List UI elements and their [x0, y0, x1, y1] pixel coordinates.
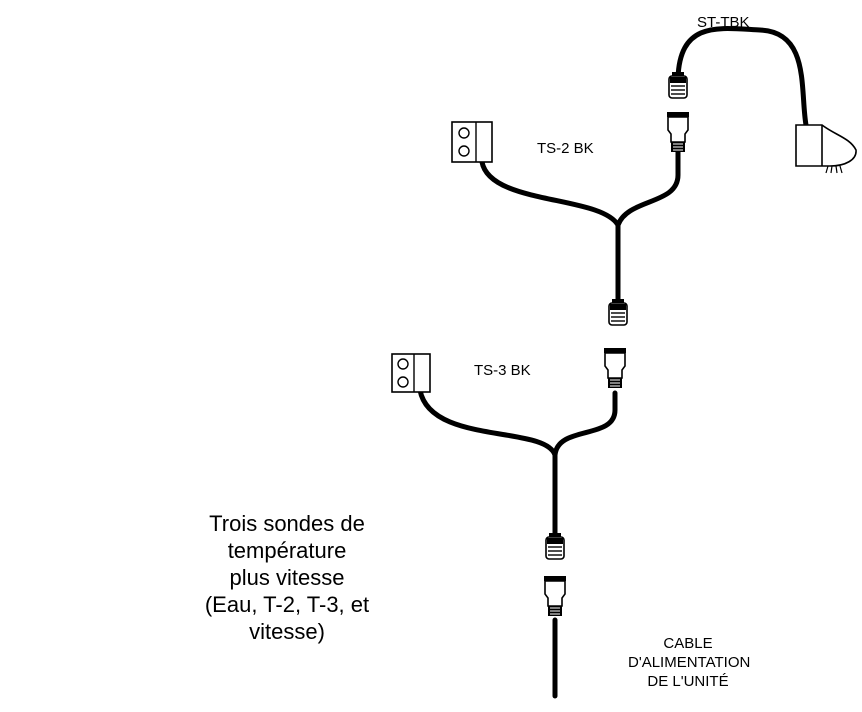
description-line-1: Trois sondes de température	[209, 511, 365, 563]
ts2-probe	[451, 121, 493, 163]
ts3-probe	[391, 353, 431, 393]
connector-st-tbk	[666, 71, 690, 153]
upper-branch-right	[615, 145, 681, 228]
description-line-2: plus vitesse	[229, 565, 345, 590]
connector-upper-trunk	[603, 298, 628, 389]
ts2-label: TS-2 BK	[537, 140, 594, 157]
power-cable-label-line-3: DE L'UNITÉ	[647, 673, 729, 690]
lower-branch-right	[552, 390, 618, 458]
st-tbk-transducer	[795, 124, 857, 174]
ts2-lead	[479, 159, 621, 228]
power-cable-label-line-2: D'ALIMENTATION	[628, 654, 751, 671]
power-cable-label: CABLE D'ALIMENTATION DE L'UNITÉ	[628, 634, 751, 691]
description-line-3: (Eau, T-2, T-3, et vitesse)	[204, 592, 370, 644]
cables	[417, 26, 809, 699]
diagram-description: Trois sondes de température plus vitesse…	[172, 510, 402, 645]
ts3-label: TS-3 BK	[474, 362, 531, 379]
ts3-lead	[417, 387, 558, 458]
st-tbk-cable	[675, 26, 809, 128]
st-tbk-label: ST-TBK	[697, 14, 750, 31]
connector-power	[543, 532, 567, 617]
power-cable-label-line-1: CABLE	[663, 635, 713, 652]
